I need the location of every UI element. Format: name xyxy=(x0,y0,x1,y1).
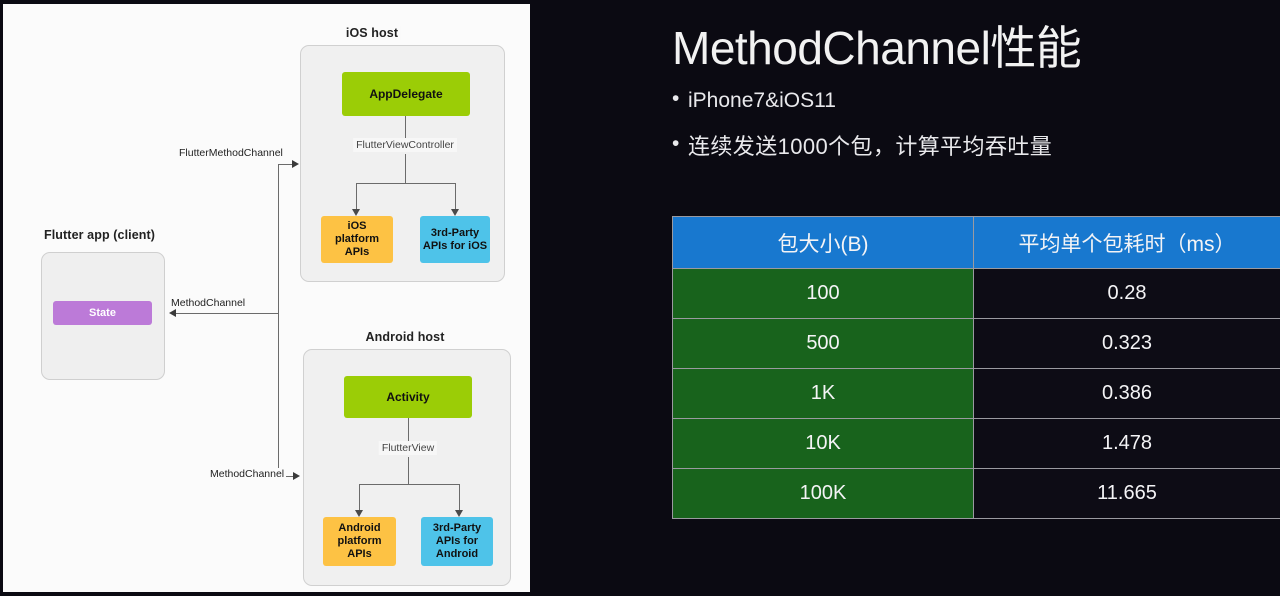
android-channel-arrow-icon xyxy=(293,472,300,480)
ios-arrow-left-icon xyxy=(352,209,360,216)
channel-bottom-hline xyxy=(278,476,296,478)
android-root-connector xyxy=(408,418,410,444)
channel-bottom-vline xyxy=(278,313,280,477)
android-platform-apis-line2: platform xyxy=(337,535,382,548)
ios-mid-connector xyxy=(405,154,407,184)
ios-appdelegate-node: AppDelegate xyxy=(342,72,470,116)
cell-packet-size: 1K xyxy=(672,368,974,419)
flutter-method-channel-label: FlutterMethodChannel xyxy=(177,147,285,159)
cell-packet-size: 100K xyxy=(672,468,974,519)
bullet-marker-icon: • xyxy=(672,132,680,156)
ios-branch-left xyxy=(356,183,358,211)
table-row: 100K 11.665 xyxy=(672,468,1280,519)
android-flutterview-label: FlutterView xyxy=(378,441,438,455)
ios-platform-apis-line3: APIs xyxy=(344,245,370,258)
table-row: 1K 0.386 xyxy=(672,368,1280,419)
state-label: State xyxy=(89,306,116,319)
ios-platform-apis-line2: platform xyxy=(335,233,379,246)
android-third-party-line1: 3rd-Party xyxy=(432,522,482,535)
list-item: • 连续发送1000个包，计算平均吞吐量 xyxy=(672,133,1262,161)
android-mid-connector xyxy=(408,457,410,485)
cell-avg-time: 1.478 xyxy=(973,418,1280,469)
cell-packet-size: 10K xyxy=(672,418,974,469)
android-arrow-right-icon xyxy=(455,510,463,517)
list-item: • iPhone7&iOS11 xyxy=(672,87,1262,114)
android-activity-node: Activity xyxy=(344,376,472,418)
ios-platform-apis-node: iOS platform APIs xyxy=(321,216,393,263)
state-channel-arrow-icon xyxy=(169,309,176,317)
android-branch-bar xyxy=(359,484,459,486)
bullet-marker-icon: • xyxy=(672,87,680,110)
bullet-text: iPhone7&iOS11 xyxy=(688,89,836,112)
ios-arrow-right-icon xyxy=(451,209,459,216)
android-branch-left xyxy=(359,484,361,512)
android-host-label: Android host xyxy=(362,330,448,344)
cell-avg-time: 0.28 xyxy=(973,268,1280,319)
flutter-client-label: Flutter app (client) xyxy=(41,228,159,242)
android-third-party-line2: APIs for xyxy=(435,535,479,548)
android-branch-right xyxy=(459,484,461,512)
table-header-row: 包大小(B) 平均单个包耗时（ms） xyxy=(672,216,1280,269)
ios-branch-right xyxy=(455,183,457,211)
ios-channel-arrow-icon xyxy=(292,160,299,168)
column-header-avg-time: 平均单个包耗时（ms） xyxy=(973,216,1280,269)
channel-top-hline xyxy=(278,164,295,166)
channel-middle-hline xyxy=(175,313,279,315)
android-activity-label: Activity xyxy=(386,389,430,404)
cell-avg-time: 0.386 xyxy=(973,368,1280,419)
table-row: 10K 1.478 xyxy=(672,418,1280,469)
table-row: 100 0.28 xyxy=(672,268,1280,319)
android-arrow-left-icon xyxy=(355,510,363,517)
android-platform-apis-line3: APIs xyxy=(347,547,372,560)
android-third-party-line3: Android xyxy=(435,547,479,560)
ios-host-label: iOS host xyxy=(342,26,402,40)
table-body: 100 0.28 500 0.323 1K 0.386 10K 1.478 10… xyxy=(672,268,1280,519)
table-row: 500 0.323 xyxy=(672,318,1280,369)
performance-table: 包大小(B) 平均单个包耗时（ms） 100 0.28 500 0.323 1K… xyxy=(672,216,1280,519)
state-node: State xyxy=(53,301,152,325)
channel-vertical-line xyxy=(278,164,280,314)
cell-avg-time: 11.665 xyxy=(973,468,1280,519)
ios-appdelegate-label: AppDelegate xyxy=(369,86,443,101)
android-platform-apis-node: Android platform APIs xyxy=(323,517,396,566)
cell-packet-size: 100 xyxy=(672,268,974,319)
ios-platform-apis-line1: iOS xyxy=(347,220,367,233)
ios-third-party-line1: 3rd-Party xyxy=(430,226,480,239)
page-title: MethodChannel性能 xyxy=(672,22,1082,74)
cell-packet-size: 500 xyxy=(672,318,974,369)
architecture-diagram-image: iOS host AppDelegate FlutterViewControll… xyxy=(3,4,530,592)
ios-branch-bar xyxy=(356,183,455,185)
ios-fluttterviewcontroller-label: FlutterViewController xyxy=(353,138,457,152)
column-header-packet-size: 包大小(B) xyxy=(672,216,974,269)
android-third-party-apis-node: 3rd-Party APIs for Android xyxy=(421,517,493,566)
bullet-list: • iPhone7&iOS11 • 连续发送1000个包，计算平均吞吐量 xyxy=(672,87,1262,180)
ios-third-party-apis-node: 3rd-Party APIs for iOS xyxy=(420,216,490,263)
ios-root-connector xyxy=(405,116,407,144)
method-channel-bottom-label: MethodChannel xyxy=(208,468,287,480)
method-channel-middle-label: MethodChannel xyxy=(169,297,248,309)
bullet-text: 连续发送1000个包，计算平均吞吐量 xyxy=(688,134,1053,160)
cell-avg-time: 0.323 xyxy=(973,318,1280,369)
android-platform-apis-line1: Android xyxy=(338,522,381,535)
ios-third-party-line2: APIs for iOS xyxy=(422,239,488,252)
